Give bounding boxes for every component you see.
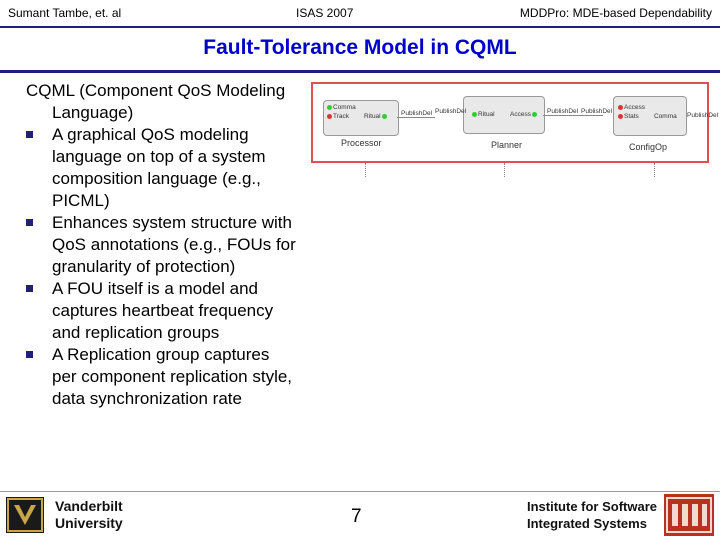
port-dot-icon bbox=[327, 104, 332, 110]
component-label: Planner bbox=[491, 140, 523, 150]
dotted-guide bbox=[504, 163, 505, 177]
dotted-guide bbox=[654, 163, 655, 177]
bullet-item: A Replication group captures per compone… bbox=[26, 344, 296, 410]
isis-line2: Integrated Systems bbox=[527, 516, 647, 531]
port: Ritual bbox=[472, 111, 495, 118]
cqml-diagram: Comma Track Ritual PublishDel Processor … bbox=[311, 82, 718, 163]
header-conference: ISAS 2007 bbox=[296, 6, 354, 20]
page-number: 7 bbox=[351, 506, 362, 527]
isis-logo-icon bbox=[664, 494, 714, 536]
footer-divider bbox=[0, 491, 720, 492]
vanderbilt-line1: Vanderbilt bbox=[55, 498, 123, 514]
port-label: Comma bbox=[654, 113, 677, 120]
port: Comma bbox=[327, 104, 356, 111]
bullet-text: A FOU itself is a model and captures hea… bbox=[52, 279, 274, 342]
component-label: ConfigOp bbox=[629, 142, 668, 152]
component-planner[interactable]: Ritual Access bbox=[463, 96, 545, 134]
connection-line bbox=[397, 117, 435, 118]
port-dot-icon bbox=[618, 113, 623, 119]
port: Access bbox=[510, 111, 538, 118]
bullet-text: Enhances system structure with QoS annot… bbox=[52, 213, 296, 276]
port: Ritual bbox=[364, 113, 388, 120]
port-label: Access bbox=[510, 111, 531, 118]
port-label: Ritual bbox=[364, 113, 381, 120]
bullet-item: A FOU itself is a model and captures hea… bbox=[26, 278, 296, 344]
slide-title: Fault-Tolerance Model in CQML bbox=[203, 36, 517, 59]
port-dot-icon bbox=[327, 113, 332, 119]
title-divider bbox=[0, 70, 720, 73]
component-configop[interactable]: Access Stats Comma bbox=[613, 96, 687, 136]
bullet-text: A graphical QoS modeling language on top… bbox=[52, 125, 266, 210]
isis-wordmark: Institute for Software Integrated System… bbox=[527, 498, 657, 532]
port: Access bbox=[618, 104, 645, 111]
header-project: MDDPro: MDE-based Dependability bbox=[519, 6, 712, 20]
out-port-label: PublishDel bbox=[687, 112, 719, 119]
port-dot-icon bbox=[381, 113, 387, 119]
dotted-guide bbox=[365, 163, 366, 177]
bullet-icon bbox=[26, 351, 33, 358]
vanderbilt-line2: University bbox=[55, 515, 123, 531]
in-port-label: PublishDel bbox=[435, 108, 467, 115]
port-label: Stats bbox=[624, 113, 639, 120]
out-port-label: PublishDel bbox=[401, 110, 433, 117]
slide-body: CQML (Component QoS Modeling Language) A… bbox=[26, 80, 296, 410]
bullet-item: Enhances system structure with QoS annot… bbox=[26, 212, 296, 278]
header-divider bbox=[0, 26, 720, 28]
bullet-icon bbox=[26, 131, 33, 138]
component-processor[interactable]: Comma Track Ritual bbox=[323, 100, 399, 136]
bullet-text: A Replication group captures per compone… bbox=[52, 345, 293, 408]
in-port-label: PublishDel bbox=[581, 108, 613, 115]
connection-line bbox=[543, 115, 603, 116]
port: Track bbox=[327, 113, 349, 120]
port-dot-icon bbox=[618, 104, 623, 110]
port-label: Track bbox=[333, 113, 350, 120]
header-author: Sumant Tambe, et. al bbox=[8, 6, 122, 20]
port-label: Access bbox=[624, 104, 645, 111]
component-label: Processor bbox=[341, 138, 382, 148]
bullet-icon bbox=[26, 285, 33, 292]
bullet-icon bbox=[26, 219, 33, 226]
vanderbilt-logo-icon bbox=[6, 497, 44, 533]
out-port-label: PublishDel bbox=[547, 108, 579, 115]
port-dot-icon bbox=[531, 111, 537, 117]
port-label: Ritual bbox=[478, 111, 495, 118]
vanderbilt-wordmark: Vanderbilt University bbox=[55, 498, 123, 532]
intro-text: CQML (Component QoS Modeling Language) bbox=[26, 81, 286, 122]
port: Comma bbox=[654, 113, 677, 120]
port-dot-icon bbox=[472, 111, 477, 117]
bullet-item: A graphical QoS modeling language on top… bbox=[26, 124, 296, 212]
port: Stats bbox=[618, 113, 639, 120]
isis-line1: Institute for Software bbox=[527, 499, 658, 514]
port-label: Comma bbox=[333, 104, 356, 111]
bullet-list: A graphical QoS modeling language on top… bbox=[26, 124, 296, 410]
